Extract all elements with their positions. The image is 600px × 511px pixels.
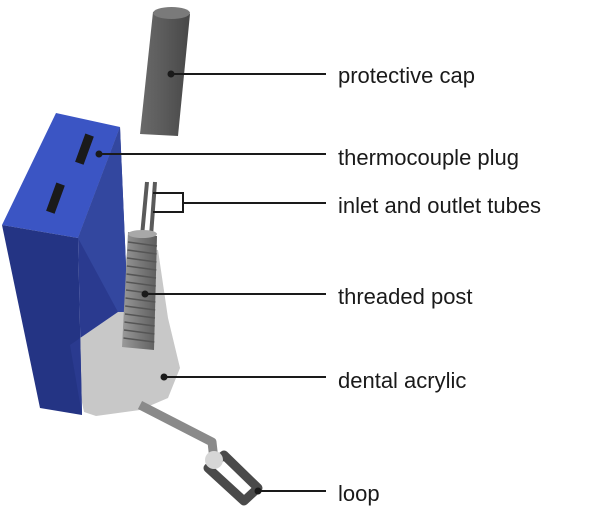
dot-thermocouple-plug	[95, 150, 103, 158]
dot-loop	[254, 487, 262, 495]
protective-cap	[140, 7, 190, 136]
label-dental-acrylic: dental acrylic	[338, 368, 467, 393]
thermocouple-plug	[2, 113, 128, 415]
label-thermocouple-plug: thermocouple plug	[338, 145, 520, 170]
inlet-outlet-tubes	[140, 181, 157, 237]
label-loop: loop	[338, 481, 380, 506]
loop-wire	[137, 400, 219, 461]
dot-dental-acrylic	[160, 373, 168, 381]
label-threaded-post: threaded post	[338, 284, 473, 309]
leader-inlet-outlet-tubes	[153, 192, 326, 213]
dot-protective-cap	[167, 70, 175, 78]
loop	[203, 450, 263, 506]
dot-threaded-post	[141, 290, 149, 298]
label-inlet-outlet-tubes: inlet and outlet tubes	[338, 193, 542, 218]
leader-lines	[95, 70, 326, 495]
label-protective-cap: protective cap	[338, 63, 475, 88]
threaded-post	[122, 230, 158, 350]
